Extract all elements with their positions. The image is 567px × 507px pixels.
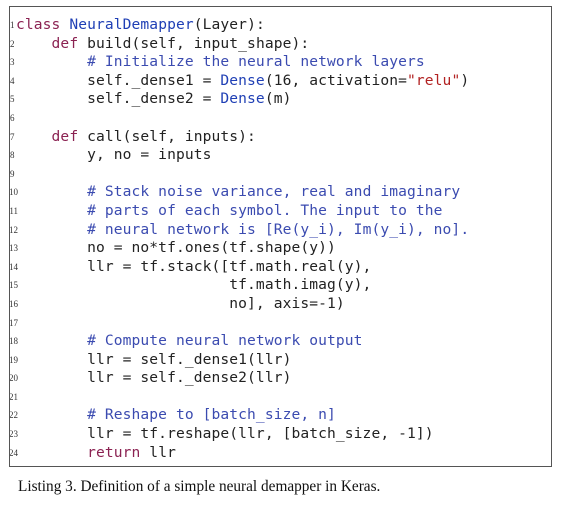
code-token: no], axis=-1) (16, 294, 345, 312)
line-number: 14 (10, 261, 18, 272)
code-token: y, no = inputs (16, 146, 212, 164)
code-token: build(self, input_shape): (78, 34, 310, 52)
code-token (16, 183, 87, 200)
line-number: 2 (10, 38, 15, 49)
line-number: 15 (10, 280, 18, 291)
line-number: 1 (10, 20, 15, 30)
line-number: 11 (10, 205, 18, 216)
code-token (16, 406, 87, 423)
code-line: class NeuralDemapper(Layer): (16, 16, 469, 35)
code-line: no = no*tf.ones(tf.shape(y)) (16, 239, 469, 258)
code-token: llr = self._dense2(llr) (16, 369, 292, 387)
code-line: # Reshape to [batch_size, n] (16, 406, 469, 425)
code-line: # neural network is [Re(y_i), Im(y_i), n… (16, 221, 469, 240)
code-line: llr = self._dense2(llr) (16, 369, 469, 388)
code-token: llr = self._dense1(llr) (16, 350, 292, 368)
code-token: class (16, 16, 61, 33)
code-token: (16, activation= (264, 71, 408, 89)
code-token: Dense (220, 90, 265, 108)
code-line: def build(self, input_shape): (16, 35, 469, 54)
line-number: 6 (10, 112, 15, 123)
code-token: # neural network is [Re(y_i), Im(y_i), n… (87, 220, 470, 238)
code-line: tf.math.imag(y), (16, 276, 469, 295)
code-token: call(self, inputs): (78, 127, 256, 145)
line-number: 16 (10, 298, 18, 309)
code-token (16, 128, 52, 145)
code-line: ​ (16, 165, 469, 184)
code-token (16, 53, 87, 70)
code-token (16, 221, 87, 238)
listing-caption: Listing 3. Definition of a simple neural… (18, 478, 381, 495)
line-number: 12 (10, 224, 18, 235)
code-token: self._dense1 = (16, 71, 221, 89)
code-token: self._dense2 = (16, 90, 221, 108)
code-token (16, 202, 87, 219)
line-number: 24 (10, 447, 18, 458)
line-number: 8 (10, 150, 15, 161)
code-token: ) (460, 71, 470, 89)
code-token: llr = tf.reshape(llr, [batch_size, -1]) (16, 425, 434, 443)
line-number: 9 (10, 168, 15, 179)
line-number: 20 (10, 373, 18, 384)
code-token: return (87, 443, 141, 461)
code-block: class NeuralDemapper(Layer): def build(s… (16, 16, 469, 462)
code-token: # Initialize the neural network layers (87, 53, 425, 71)
code-token: tf.math.imag(y), (16, 276, 372, 294)
code-line: llr = tf.stack([tf.math.real(y), (16, 258, 469, 277)
line-number: 3 (10, 57, 15, 68)
line-number: 21 (10, 391, 18, 402)
code-line: self._dense1 = Dense(16, activation="rel… (16, 72, 469, 91)
code-token: (m) (264, 90, 292, 108)
code-token: # Compute neural network output (87, 332, 363, 350)
code-token: no = no*tf.ones(tf.shape(y)) (16, 239, 336, 257)
code-line: ​ (16, 388, 469, 407)
line-number: 19 (10, 354, 18, 365)
code-line: no], axis=-1) (16, 295, 469, 314)
code-token: def (51, 34, 79, 52)
code-line: llr = self._dense1(llr) (16, 351, 469, 370)
code-line: self._dense2 = Dense(m) (16, 90, 469, 109)
code-token: NeuralDemapper (69, 16, 194, 33)
code-token (60, 16, 69, 33)
code-token: (Layer): (193, 16, 265, 33)
code-token: llr = tf.stack([tf.math.real(y), (16, 257, 372, 275)
line-number: 22 (10, 410, 18, 421)
code-token: "relu" (407, 71, 461, 89)
code-token: # Stack noise variance, real and imagina… (87, 183, 461, 201)
line-number: 17 (10, 317, 18, 328)
code-line: # Compute neural network output (16, 332, 469, 351)
code-line: # Stack noise variance, real and imagina… (16, 183, 469, 202)
code-line: # parts of each symbol. The input to the (16, 202, 469, 221)
code-line: return llr (16, 444, 469, 463)
code-token (16, 35, 52, 52)
code-token (16, 444, 87, 461)
line-number: 18 (10, 336, 18, 347)
code-token (16, 332, 87, 349)
code-token: # Reshape to [batch_size, n] (87, 406, 336, 424)
line-number: 13 (10, 243, 18, 254)
code-token: Dense (220, 71, 265, 89)
line-number: 5 (10, 94, 15, 105)
line-number: 10 (10, 187, 18, 198)
code-line: ​ (16, 109, 469, 128)
line-number: 4 (10, 75, 15, 86)
code-line: llr = tf.reshape(llr, [batch_size, -1]) (16, 425, 469, 444)
code-token: def (51, 127, 79, 145)
code-line: ​ (16, 314, 469, 333)
code-line: def call(self, inputs): (16, 128, 469, 147)
code-token: llr (140, 443, 176, 461)
line-number: 23 (10, 429, 18, 440)
line-number: 7 (10, 131, 15, 142)
code-line: # Initialize the neural network layers (16, 53, 469, 72)
code-token: # parts of each symbol. The input to the (87, 201, 443, 219)
code-line: y, no = inputs (16, 146, 469, 165)
